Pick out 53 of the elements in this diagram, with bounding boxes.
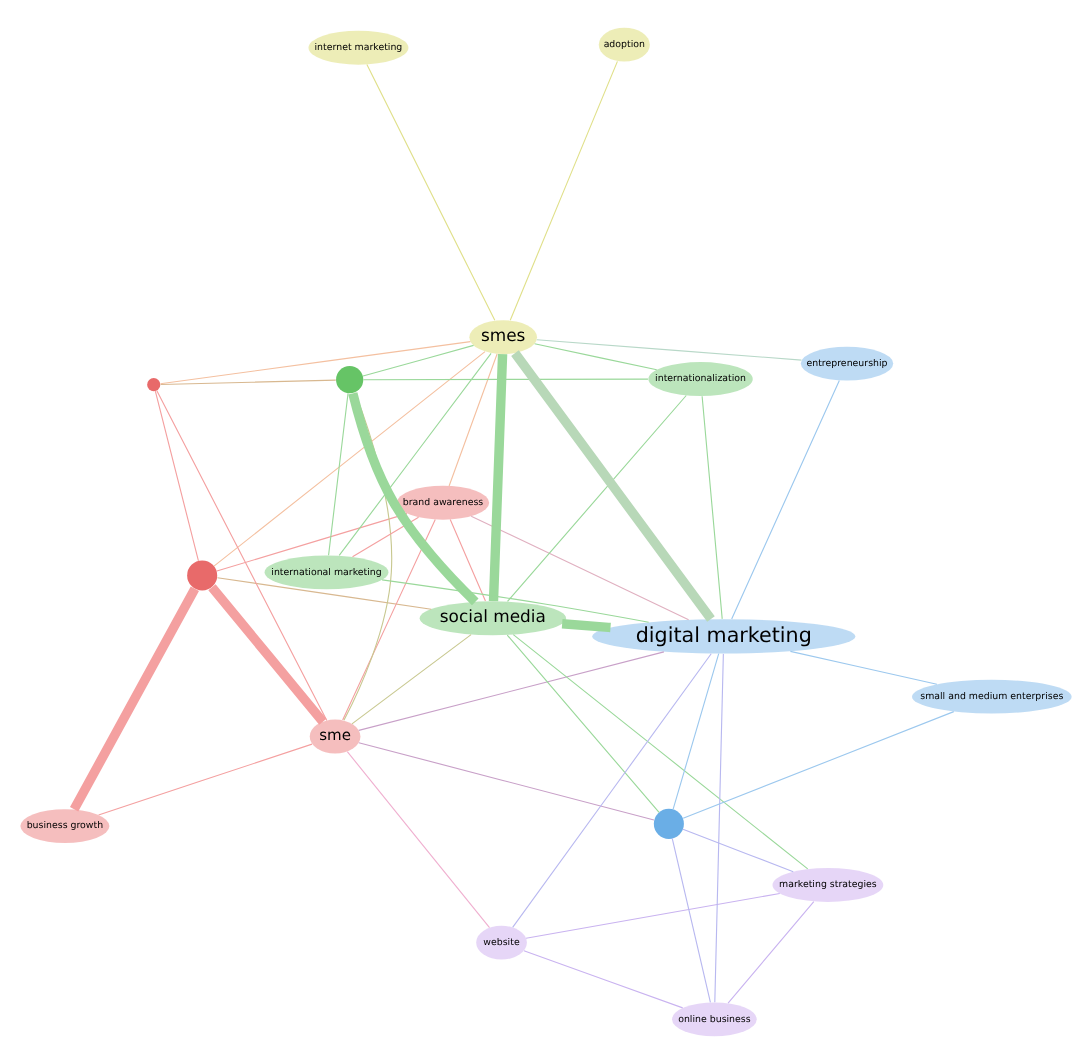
connector bbox=[449, 518, 486, 602]
connector bbox=[328, 392, 349, 556]
connector bbox=[534, 343, 658, 371]
connector bbox=[525, 892, 781, 939]
connector bbox=[70, 586, 199, 812]
connector bbox=[714, 653, 724, 1003]
node-circle bbox=[653, 808, 684, 839]
connector bbox=[98, 743, 313, 816]
connector bbox=[208, 584, 327, 725]
connector bbox=[351, 516, 420, 558]
connector bbox=[672, 653, 720, 810]
connector bbox=[159, 341, 471, 385]
connector bbox=[448, 353, 498, 487]
connector bbox=[154, 390, 199, 562]
connector bbox=[731, 380, 840, 620]
connector bbox=[523, 950, 684, 1009]
connector bbox=[512, 634, 809, 870]
connector bbox=[216, 513, 408, 572]
connector bbox=[506, 394, 687, 603]
connector bbox=[682, 711, 955, 819]
connector bbox=[351, 634, 472, 725]
node-ellipse: smes bbox=[469, 320, 538, 355]
connector bbox=[506, 634, 660, 813]
connector bbox=[509, 60, 618, 321]
connector bbox=[511, 350, 715, 622]
connector bbox=[213, 351, 486, 567]
node-ellipse: digital marketing bbox=[592, 619, 856, 654]
connector bbox=[358, 742, 655, 821]
connector bbox=[358, 651, 665, 731]
connector bbox=[701, 395, 723, 620]
connector bbox=[362, 378, 649, 381]
connector bbox=[789, 650, 938, 685]
node-circle bbox=[187, 560, 218, 591]
connector bbox=[512, 653, 712, 928]
connector bbox=[346, 751, 491, 929]
connector bbox=[348, 392, 479, 606]
connector bbox=[561, 619, 611, 633]
connector bbox=[216, 577, 432, 610]
connector bbox=[536, 339, 802, 361]
connector bbox=[366, 64, 496, 321]
connector bbox=[488, 353, 508, 602]
node-circle bbox=[336, 366, 364, 394]
connector bbox=[727, 901, 815, 1004]
connector bbox=[381, 579, 650, 623]
connector bbox=[160, 379, 337, 386]
connector bbox=[156, 390, 328, 722]
connector bbox=[362, 344, 475, 377]
node-circle bbox=[147, 378, 161, 392]
node-ellipse: social media bbox=[419, 601, 567, 636]
connector bbox=[682, 828, 794, 873]
connector bbox=[470, 515, 690, 621]
connector bbox=[671, 837, 711, 1003]
connector bbox=[342, 518, 436, 721]
